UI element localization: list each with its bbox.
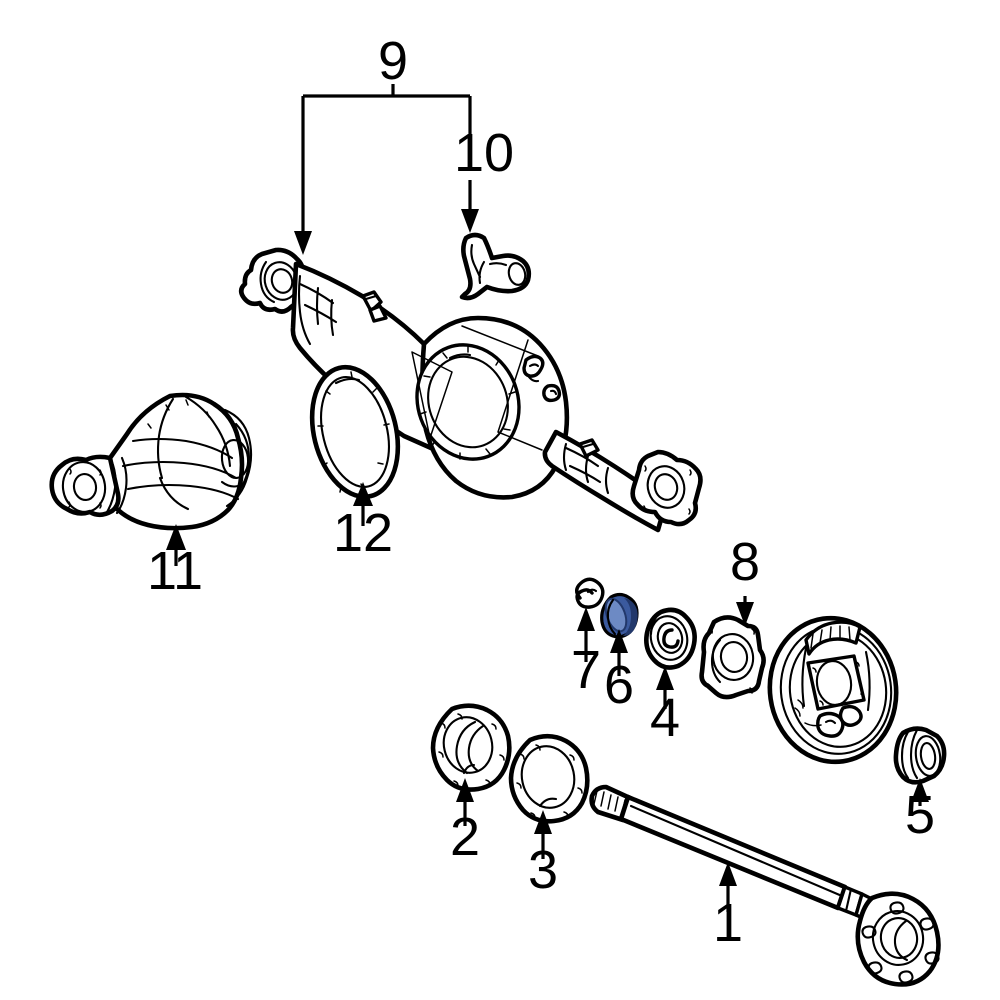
leader-group-4 xyxy=(656,666,674,709)
part-wheel-bearing xyxy=(644,607,697,670)
callout-number-3[interactable]: 3 xyxy=(528,840,558,900)
leader-group-10 xyxy=(461,96,479,233)
leader-group-7 xyxy=(577,607,595,662)
part-differential-carrier xyxy=(49,392,253,531)
callout-number-5[interactable]: 5 xyxy=(905,785,935,845)
part-bearing-snap-ring xyxy=(575,577,605,609)
leader-group-5 xyxy=(911,778,929,806)
part-differential-gasket xyxy=(309,364,401,500)
callout-number-1[interactable]: 1 xyxy=(713,893,743,953)
callout-number-12[interactable]: 12 xyxy=(333,503,393,563)
leader-group-2 xyxy=(456,778,474,826)
callout-number-11[interactable]: 11 xyxy=(147,541,203,601)
part-bearing-retainer-case xyxy=(699,615,766,700)
part-backing-plate-gasket xyxy=(508,733,590,824)
leader-group-12 xyxy=(353,482,373,526)
leader-group-8 xyxy=(736,596,754,626)
part-bearing-retainer-collar-highlighted xyxy=(600,592,639,639)
callout-number-8[interactable]: 8 xyxy=(730,532,760,592)
callout-number-2[interactable]: 2 xyxy=(450,807,480,867)
callout-number-6[interactable]: 6 xyxy=(604,655,634,715)
leader-group-1 xyxy=(719,862,737,912)
part-axle-shaft-oil-seal xyxy=(893,726,947,785)
part-axle-shaft xyxy=(589,784,941,987)
callout-number-7[interactable]: 7 xyxy=(571,640,601,700)
leader-group-6 xyxy=(610,629,628,676)
leader-group-9 xyxy=(294,84,470,255)
callout-number-10[interactable]: 10 xyxy=(454,123,514,183)
part-axle-housing-bracket xyxy=(459,232,532,301)
callout-number-9[interactable]: 9 xyxy=(378,31,408,91)
part-rear-axle-housing xyxy=(238,247,703,533)
leader-group-11 xyxy=(166,524,186,566)
callout-number-4[interactable]: 4 xyxy=(650,688,680,748)
part-axle-hub-flange-plate xyxy=(430,703,512,792)
part-brake-backing-plate xyxy=(767,615,899,765)
leader-group-3 xyxy=(534,810,552,859)
